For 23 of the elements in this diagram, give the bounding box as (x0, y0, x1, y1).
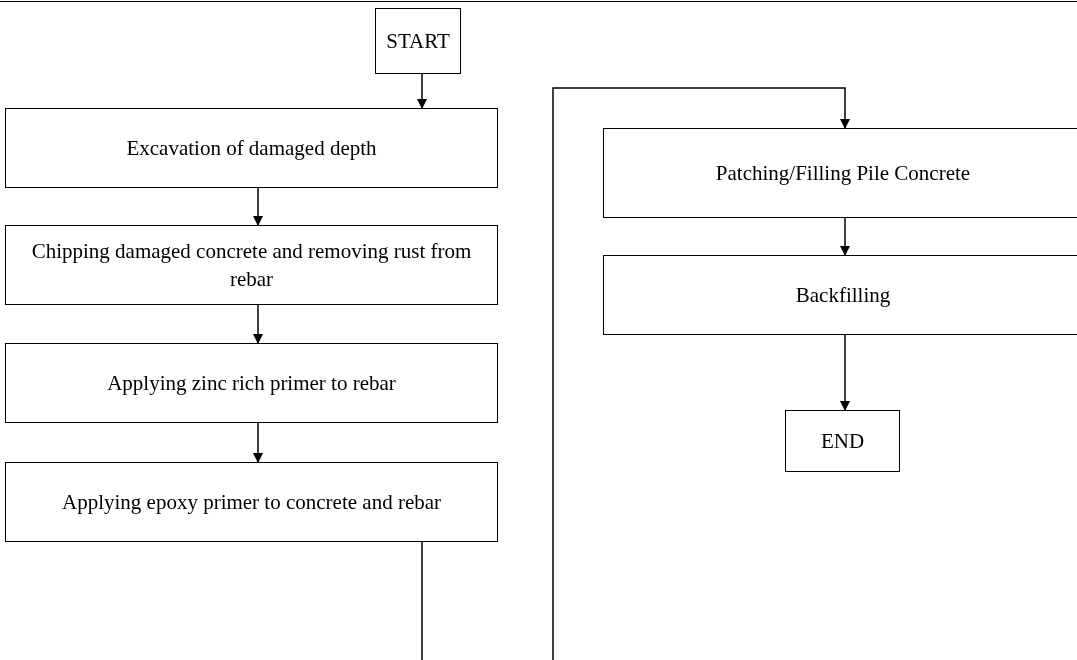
arrow (253, 422, 263, 463)
step-label: Excavation of damaged depth (126, 134, 377, 162)
arrow (421, 87, 850, 660)
process-box (5, 343, 498, 423)
arrow (840, 217, 850, 256)
step-label: Applying epoxy primer to concrete and rebar (62, 488, 441, 516)
arrow (417, 73, 427, 109)
step-label: Chipping damaged concrete and removing rust from rebar (30, 237, 473, 293)
arrow (840, 334, 850, 411)
process-box (603, 255, 1077, 335)
arrow (253, 187, 263, 226)
process-box (603, 128, 1077, 218)
step-label: END (820, 427, 865, 455)
process-box (785, 410, 900, 472)
step-label: Backfilling (795, 281, 891, 309)
process-box (5, 462, 498, 542)
process-box (5, 108, 498, 188)
arrow (253, 304, 263, 344)
process-box (375, 8, 461, 74)
step-label: Patching/Filling Pile Concrete (715, 159, 971, 187)
step-label: Applying zinc rich primer to rebar (107, 369, 396, 397)
process-box (5, 225, 498, 305)
step-label: START (386, 27, 450, 55)
